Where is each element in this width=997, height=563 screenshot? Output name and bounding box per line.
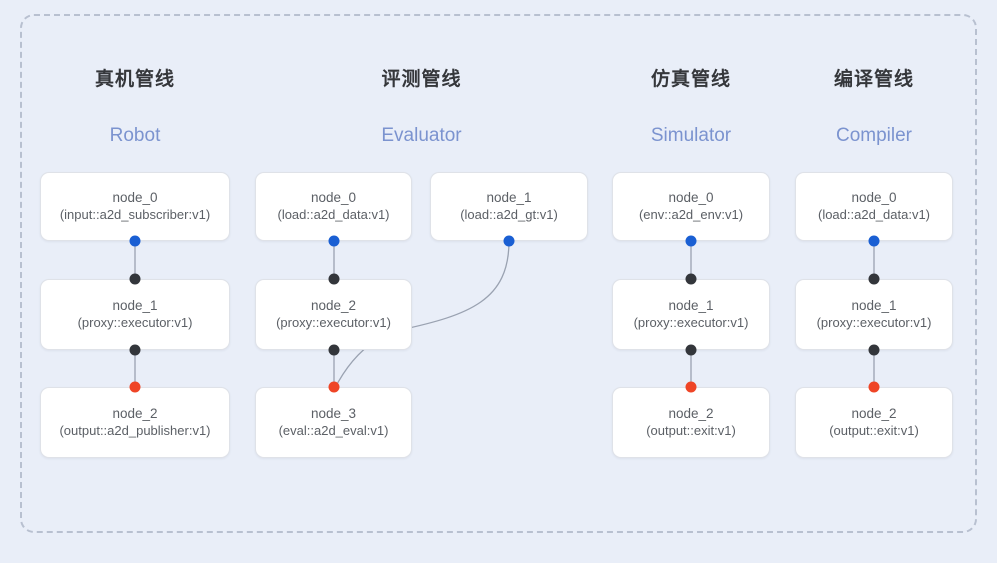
node-id: node_2	[851, 405, 897, 421]
node-card-evaluator-node_2[interactable]: node_2 (proxy::executor:v1)	[255, 279, 412, 350]
node-type: (env::a2d_env:v1)	[638, 207, 744, 223]
node-type: (load::a2d_data:v1)	[277, 207, 390, 223]
node-id: node_1	[112, 297, 158, 313]
node-type: (output::a2d_publisher:v1)	[59, 423, 211, 439]
node-id: node_2	[310, 297, 357, 313]
node-id: node_0	[851, 189, 897, 205]
port-input-robot-node_2[interactable]	[129, 381, 141, 393]
node-type: (proxy::executor:v1)	[276, 315, 391, 331]
node-card-robot-node_0[interactable]: node_0 (input::a2d_subscriber:v1)	[40, 172, 230, 241]
node-id: node_1	[851, 297, 897, 313]
node-card-robot-node_1[interactable]: node_1 (proxy::executor:v1)	[40, 279, 230, 350]
port-output-simulator-node_1[interactable]	[685, 344, 697, 356]
node-card-evaluator-node_0[interactable]: node_0 (load::a2d_data:v1)	[255, 172, 412, 241]
node-type: (proxy::executor:v1)	[633, 315, 749, 331]
node-id: node_0	[112, 189, 158, 205]
node-type: (eval::a2d_eval:v1)	[278, 423, 389, 439]
port-output-compiler-node_0[interactable]	[868, 235, 880, 247]
node-card-compiler-node_2[interactable]: node_2 (output::exit:v1)	[795, 387, 953, 458]
column-title-cn-simulator: 仿真管线	[650, 69, 731, 90]
node-card-robot-node_2[interactable]: node_2 (output::a2d_publisher:v1)	[40, 387, 230, 458]
node-type: (proxy::executor:v1)	[816, 315, 932, 331]
column-title-en-robot: Robot	[109, 125, 161, 146]
column-title-en-evaluator: Evaluator	[381, 125, 462, 146]
port-output-simulator-node_0[interactable]	[685, 235, 697, 247]
node-type: (proxy::executor:v1)	[77, 315, 193, 331]
column-title-cn-robot: 真机管线	[94, 69, 175, 90]
port-output-evaluator-node_1[interactable]	[503, 235, 515, 247]
port-input-simulator-node_2[interactable]	[685, 381, 697, 393]
port-input-robot-node_1[interactable]	[129, 273, 141, 285]
node-card-simulator-node_1[interactable]: node_1 (proxy::executor:v1)	[612, 279, 770, 350]
node-card-evaluator-node_3[interactable]: node_3 (eval::a2d_eval:v1)	[255, 387, 412, 458]
node-card-simulator-node_2[interactable]: node_2 (output::exit:v1)	[612, 387, 770, 458]
node-id: node_0	[668, 189, 714, 205]
port-input-compiler-node_1[interactable]	[868, 273, 880, 285]
column-title-cn-evaluator: 评测管线	[381, 69, 462, 90]
node-type: (load::a2d_gt:v1)	[460, 207, 558, 223]
node-id: node_1	[486, 189, 532, 205]
column-title-en-compiler: Compiler	[835, 125, 913, 146]
port-input-simulator-node_1[interactable]	[685, 273, 697, 285]
node-card-compiler-node_0[interactable]: node_0 (load::a2d_data:v1)	[795, 172, 953, 241]
node-type: (load::a2d_data:v1)	[817, 207, 931, 223]
node-id: node_3	[310, 405, 357, 421]
node-id: node_2	[112, 405, 158, 421]
port-output-evaluator-node_2[interactable]	[328, 344, 340, 356]
node-type: (input::a2d_subscriber:v1)	[59, 207, 211, 223]
column-title-cn-compiler: 编译管线	[833, 69, 914, 90]
column-title-en-simulator: Simulator	[650, 125, 732, 146]
port-output-evaluator-node_0[interactable]	[328, 235, 340, 247]
node-type: (output::exit:v1)	[829, 423, 919, 439]
node-card-simulator-node_0[interactable]: node_0 (env::a2d_env:v1)	[612, 172, 770, 241]
port-output-robot-node_0[interactable]	[129, 235, 141, 247]
port-output-compiler-node_1[interactable]	[868, 344, 880, 356]
port-input-evaluator-node_2[interactable]	[328, 273, 340, 285]
node-id: node_1	[668, 297, 714, 313]
port-output-robot-node_1[interactable]	[129, 344, 141, 356]
node-id: node_0	[310, 189, 357, 205]
node-id: node_2	[668, 405, 714, 421]
node-card-evaluator-node_1[interactable]: node_1 (load::a2d_gt:v1)	[430, 172, 588, 241]
port-input-compiler-node_2[interactable]	[868, 381, 880, 393]
node-type: (output::exit:v1)	[646, 423, 736, 439]
port-input-evaluator-node_3[interactable]	[328, 381, 340, 393]
node-card-compiler-node_1[interactable]: node_1 (proxy::executor:v1)	[795, 279, 953, 350]
